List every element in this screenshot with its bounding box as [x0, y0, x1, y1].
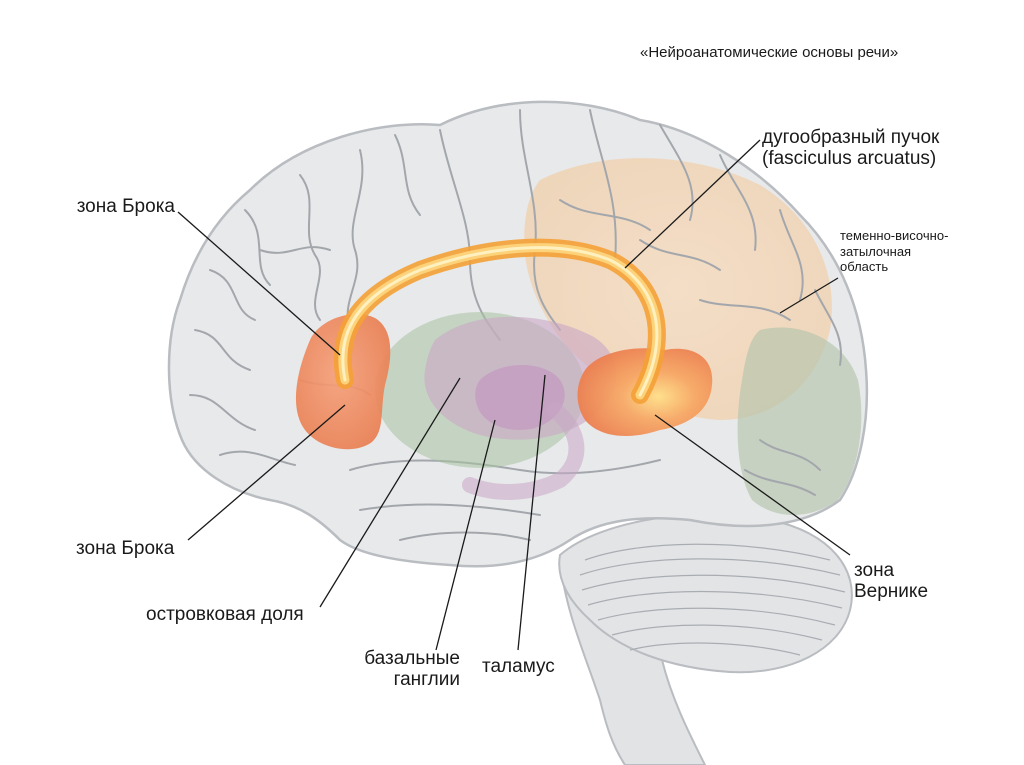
- label-tpo-line-3: область: [840, 259, 889, 275]
- label-fasciculus-line-2: (fasciculus arcuatus): [762, 148, 937, 170]
- leader-insula: [319, 377, 461, 608]
- label-wernicke-line-1: зона: [854, 560, 895, 581]
- label-wernicke: зона Вернике: [854, 560, 928, 603]
- diagram-caption: «Нейроанатомические основы речи»: [640, 44, 899, 61]
- label-fasciculus: дугообразный пучок (fasciculus arcuatus): [762, 127, 939, 170]
- leader-basal-ganglia: [435, 419, 496, 651]
- label-tpo-line-2: затылочная: [840, 243, 912, 259]
- leader-tpo: [779, 277, 839, 314]
- label-tpo: теменно-височно- затылочная область: [840, 228, 948, 275]
- leader-wernicke: [654, 414, 851, 556]
- label-basal-ganglia: базальные ганглии: [330, 648, 460, 691]
- occipital-region: [737, 327, 862, 515]
- label-wernicke-line-2: Вернике: [854, 581, 929, 603]
- leader-thalamus: [517, 374, 546, 651]
- label-basal-ganglia-line-1: базальные: [364, 648, 460, 669]
- leader-fasciculus: [624, 139, 761, 269]
- leader-broca-bottom: [187, 404, 346, 541]
- label-tpo-line-1: теменно-височно-: [840, 228, 949, 243]
- caudate-tail: [462, 402, 585, 500]
- label-basal-ganglia-line-2: ганглии: [393, 669, 460, 691]
- arcuate-fasciculus: [333, 238, 666, 404]
- label-thalamus: таламус: [482, 656, 555, 677]
- cortex-sulci: [189, 109, 842, 541]
- leader-broca-top: [177, 211, 341, 356]
- label-insula: островковая доля: [146, 604, 304, 625]
- cerebellum-folia: [579, 543, 846, 656]
- label-broca-bottom: зона Брока: [76, 538, 175, 559]
- label-broca-top: зона Брока: [76, 196, 175, 217]
- label-fasciculus-line-1: дугообразный пучок: [762, 127, 940, 148]
- thalamus-region: [475, 365, 565, 430]
- leader-lines: [177, 139, 851, 651]
